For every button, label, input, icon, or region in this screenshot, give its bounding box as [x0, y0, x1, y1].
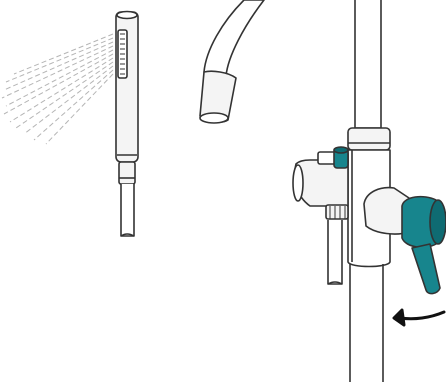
spray-icon [1, 33, 114, 145]
hand-shower-icon [115, 10, 139, 237]
holder-clip-icon [333, 146, 349, 169]
curved-hose-icon [199, 0, 265, 124]
rotation-arrow-icon [392, 308, 446, 327]
mixer-lever-icon [363, 186, 446, 295]
shower-holder-icon [292, 151, 349, 285]
